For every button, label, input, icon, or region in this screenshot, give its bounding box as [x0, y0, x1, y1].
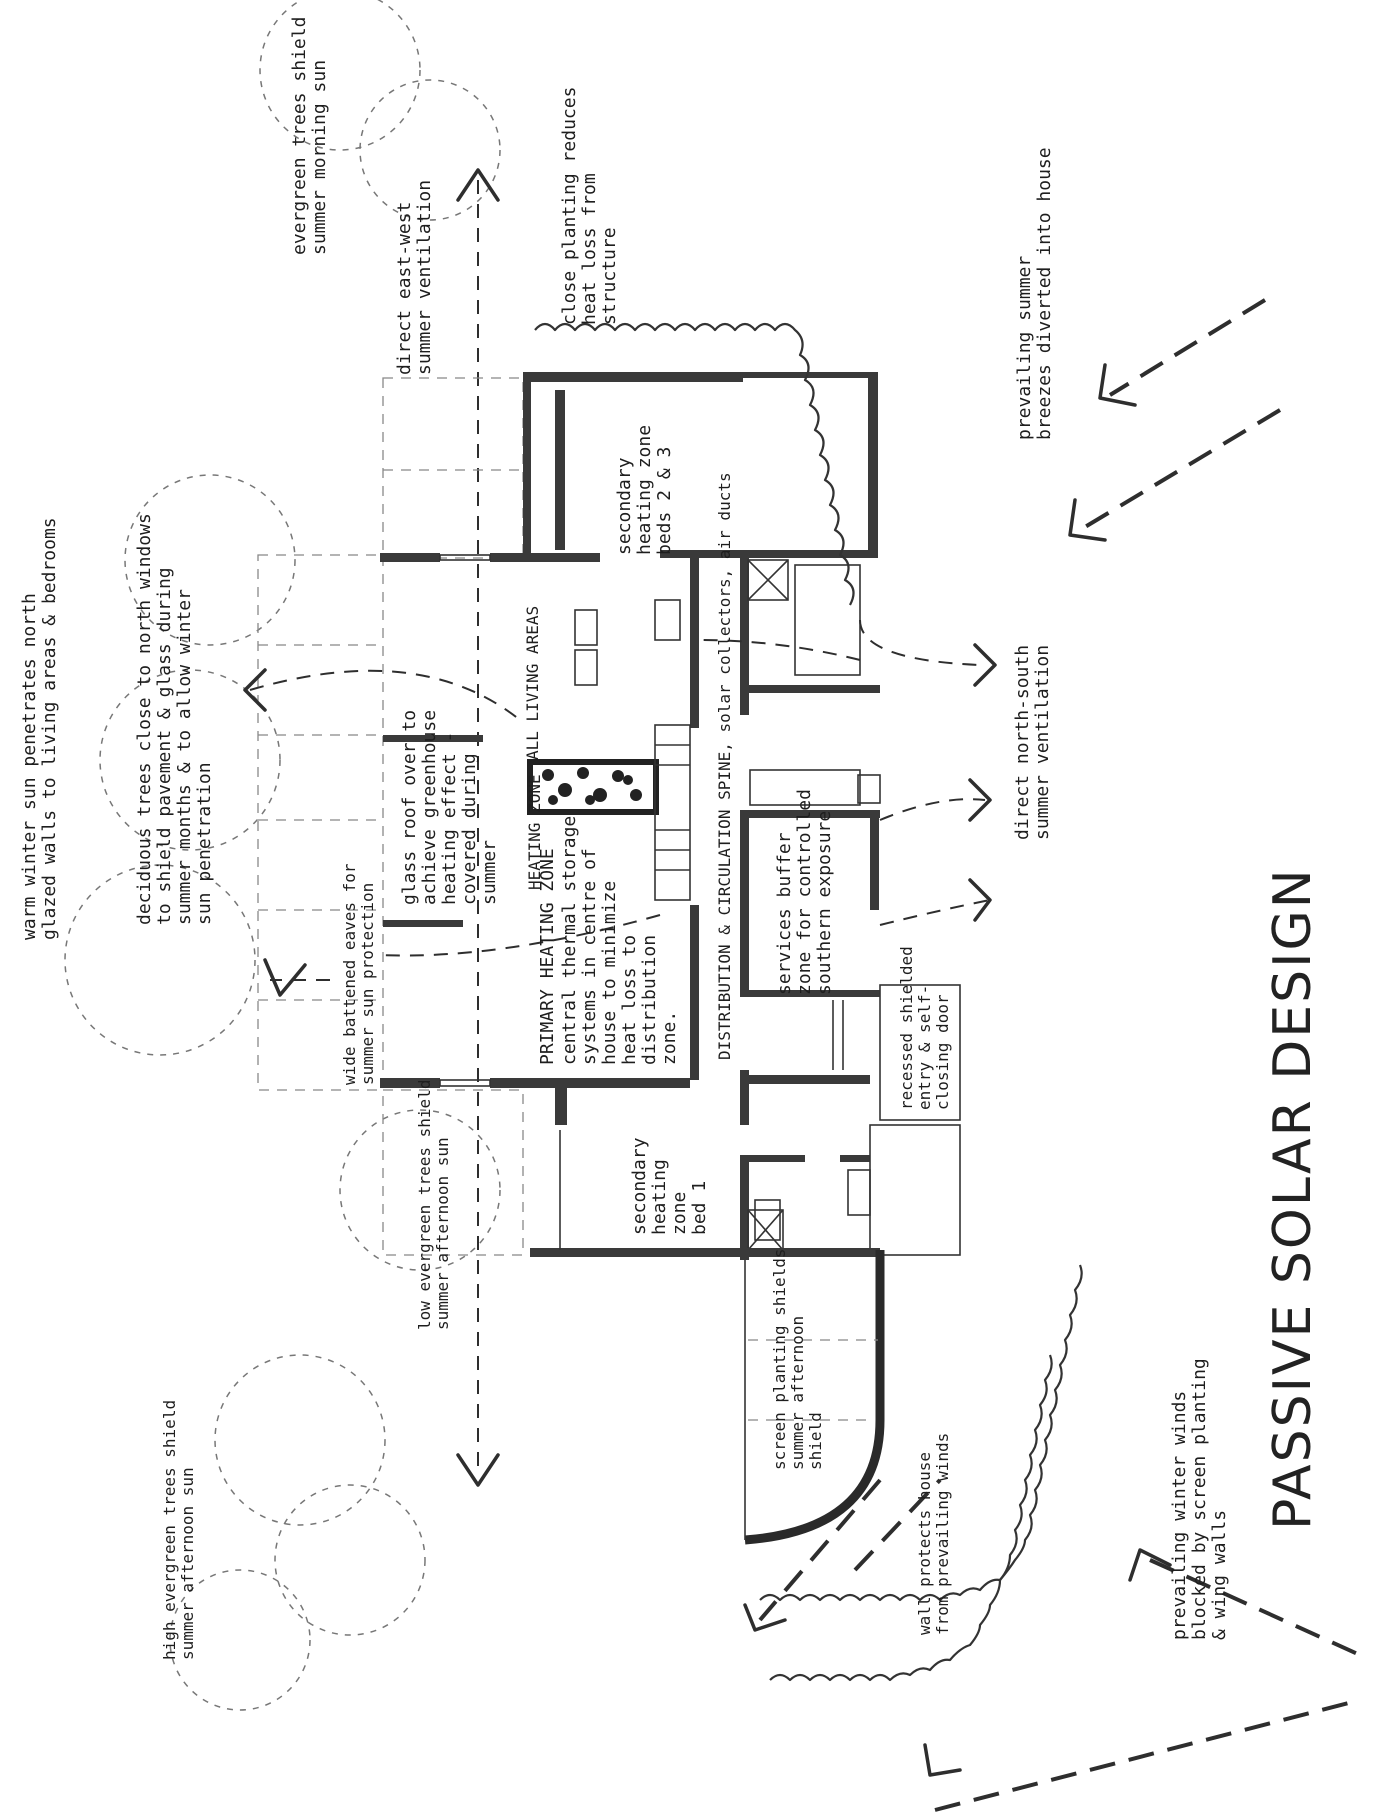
- note-low-evergreen: low evergreen trees shield summer aftern…: [415, 1070, 452, 1330]
- note-high-evergreen: high evergreen trees shield summer after…: [160, 1390, 197, 1660]
- note-close-planting: close planting reduces heat loss from st…: [559, 76, 620, 325]
- tree-canopy: [339, 1109, 501, 1271]
- axis-arrow-top: [456, 168, 500, 202]
- axis-arrow-bottom: [456, 1453, 500, 1487]
- stairs: [654, 724, 691, 901]
- wall: [380, 1078, 440, 1088]
- note-winter-winds: prevailing winter winds blocked by scree…: [1169, 1347, 1230, 1640]
- wall: [523, 372, 531, 557]
- wall: [690, 905, 699, 1080]
- tree-canopy: [274, 1484, 426, 1636]
- airflow-arrows: [243, 619, 997, 997]
- summer-breeze-arrows: [1068, 298, 1282, 542]
- note-primary-heating: PRIMARY HEATING ZONE central thermal sto…: [537, 805, 680, 1065]
- wall: [740, 810, 749, 995]
- house-plan: [380, 372, 961, 1545]
- wall: [740, 810, 880, 818]
- upper-terrace-outline: [382, 377, 524, 559]
- wall: [555, 390, 565, 550]
- wall: [383, 735, 483, 742]
- eaves-grid: [257, 377, 524, 1256]
- note-distribution-spine: DISTRIBUTION & CIRCULATION SPINE, solar …: [715, 472, 734, 1060]
- note-recessed-entry: recessed shielded entry & self- closing …: [897, 937, 952, 1110]
- wall: [690, 553, 699, 728]
- eaves-outline: [257, 554, 384, 1091]
- recessed-entry: [879, 984, 961, 1121]
- note-ventilation-ns: direct north-south summer ventilation: [1012, 634, 1053, 840]
- note-wide-eaves: wide battened eaves for summer sun prote…: [340, 854, 377, 1085]
- wall: [530, 1248, 880, 1257]
- note-ventilation-ew: direct east-west summer ventilation: [394, 180, 435, 375]
- wall: [740, 990, 880, 997]
- wall: [740, 555, 749, 715]
- note-screen-planting: screen planting shields summer afternoon…: [770, 1239, 825, 1470]
- tree-canopy: [124, 474, 296, 646]
- note-living-areas: ALL LIVING AREAS: [523, 606, 542, 760]
- tree-canopy: [169, 1569, 311, 1711]
- wall: [490, 1078, 690, 1088]
- note-glass-roof: glass roof over to achieve greenhouse he…: [399, 699, 500, 905]
- note-services-buffer: services buffer zone for controlled sout…: [774, 778, 835, 995]
- tree-canopies: [64, 0, 501, 1711]
- wall: [740, 1155, 749, 1260]
- note-warm-winter: warm winter sun penetrates north glazed …: [19, 517, 60, 940]
- wall: [740, 1155, 805, 1162]
- tree-canopy: [359, 79, 501, 221]
- note-wall-protects: wall protects house from prevailing wind…: [915, 1433, 952, 1635]
- wall: [523, 372, 743, 382]
- ns-vent-arrow: [859, 619, 981, 666]
- note-secondary-beds23: secondary heating zone beds 2 & 3: [614, 414, 675, 555]
- wall: [383, 920, 463, 927]
- wall: [490, 553, 600, 562]
- tree-canopy: [99, 669, 281, 851]
- winter-wind-arrows: [743, 1478, 1361, 1812]
- wall: [870, 815, 879, 910]
- screen-planting-shrubs: [759, 1264, 1083, 1602]
- tree-canopy: [64, 864, 256, 1056]
- note-heating-zone: HEATING ZONE: [525, 774, 544, 890]
- wall: [740, 685, 880, 693]
- wall: [380, 553, 440, 562]
- wall: [660, 550, 878, 558]
- note-breezes: prevailing summer breezes diverted into …: [1014, 147, 1055, 440]
- screen-planting-shrubs-outer: [769, 1354, 1053, 1682]
- curved-wing-wall: [744, 1250, 885, 1545]
- wall: [740, 1075, 870, 1084]
- wall: [840, 1155, 870, 1162]
- note-deciduous: deciduous trees close to north windows t…: [134, 502, 215, 925]
- tree-canopy: [259, 0, 421, 151]
- close-planting-shrubs: [534, 322, 855, 606]
- wall: [868, 372, 878, 554]
- lower-terrace-outline: [382, 1089, 524, 1256]
- note-secondary-bed1: secondary heating zone bed 1: [629, 1127, 710, 1235]
- wall: [555, 1085, 567, 1125]
- note-evergreen-morning: evergreen trees shield summer morning su…: [289, 6, 330, 255]
- wall: [740, 1070, 749, 1125]
- tree-canopy: [214, 1354, 386, 1526]
- east-west-axis: [456, 168, 500, 1487]
- page-title: PASSIVE SOLAR DESIGN: [1263, 867, 1323, 1530]
